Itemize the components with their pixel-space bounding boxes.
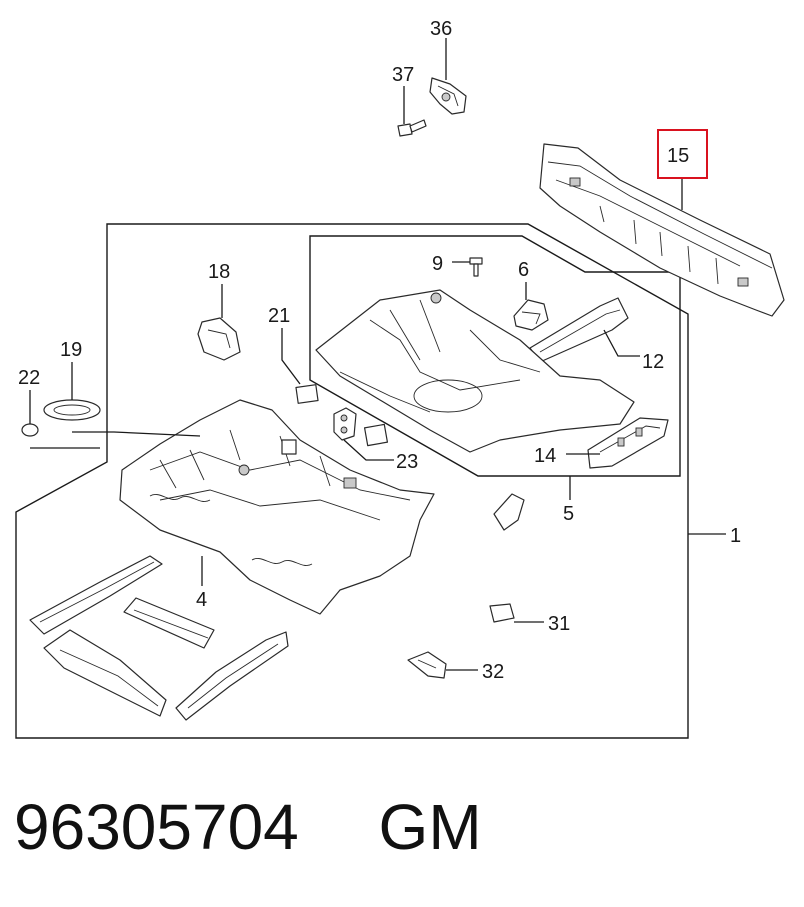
part-21-pad <box>295 384 319 404</box>
floor-crossmember-center <box>123 597 215 649</box>
part-22-plug <box>21 423 39 437</box>
assembly-frame-outline <box>15 223 689 739</box>
leader-12 <box>603 329 640 357</box>
callout-6: 6 <box>518 259 529 281</box>
highlight-box-15 <box>657 129 708 179</box>
callout-4: 4 <box>196 589 207 611</box>
leader-19-22-floor <box>30 431 201 449</box>
callout-5: 5 <box>563 503 574 525</box>
floor-rail-left <box>29 555 163 635</box>
floor-rail-lower <box>43 629 167 717</box>
front-floor-pan <box>119 399 435 615</box>
subassembly-frame-outline <box>309 235 681 477</box>
callout-12: 12 <box>642 351 664 373</box>
part-9-screw <box>469 257 483 277</box>
leader-21 <box>281 328 301 385</box>
part-15-rear-panel <box>539 143 785 317</box>
part-6-bracket <box>513 299 549 331</box>
callout-22: 22 <box>18 367 40 389</box>
callout-9: 9 <box>432 253 443 275</box>
callout-18: 18 <box>208 261 230 283</box>
callout-37: 37 <box>392 64 414 86</box>
leader-23 <box>343 439 394 461</box>
part-number: 96305704 <box>14 791 299 863</box>
part-19-cover-inner <box>53 404 91 416</box>
callout-14: 14 <box>534 445 556 467</box>
callout-21: 21 <box>268 305 290 327</box>
part-37-bolt <box>397 119 427 137</box>
part-31-clip <box>489 603 515 623</box>
callout-36: 36 <box>430 18 452 40</box>
callout-32: 32 <box>482 661 504 683</box>
part-19-cover <box>43 399 101 421</box>
brand-label: GM <box>378 791 482 863</box>
footer: 96305704 GM <box>14 790 482 864</box>
part-23-bracket <box>333 407 389 447</box>
callout-31: 31 <box>548 613 570 635</box>
floor-rail-right <box>175 631 289 721</box>
callout-15: 15 <box>667 145 689 167</box>
part-36-bracket <box>429 77 467 115</box>
part-32-bracket <box>407 651 447 679</box>
callout-19: 19 <box>60 339 82 361</box>
callout-1: 1 <box>730 525 741 547</box>
rear-floor-pan <box>315 289 635 453</box>
callout-23: 23 <box>396 451 418 473</box>
part-14-bracket <box>587 417 669 469</box>
bracket-small <box>493 493 525 531</box>
part-18-bracket <box>197 317 241 361</box>
